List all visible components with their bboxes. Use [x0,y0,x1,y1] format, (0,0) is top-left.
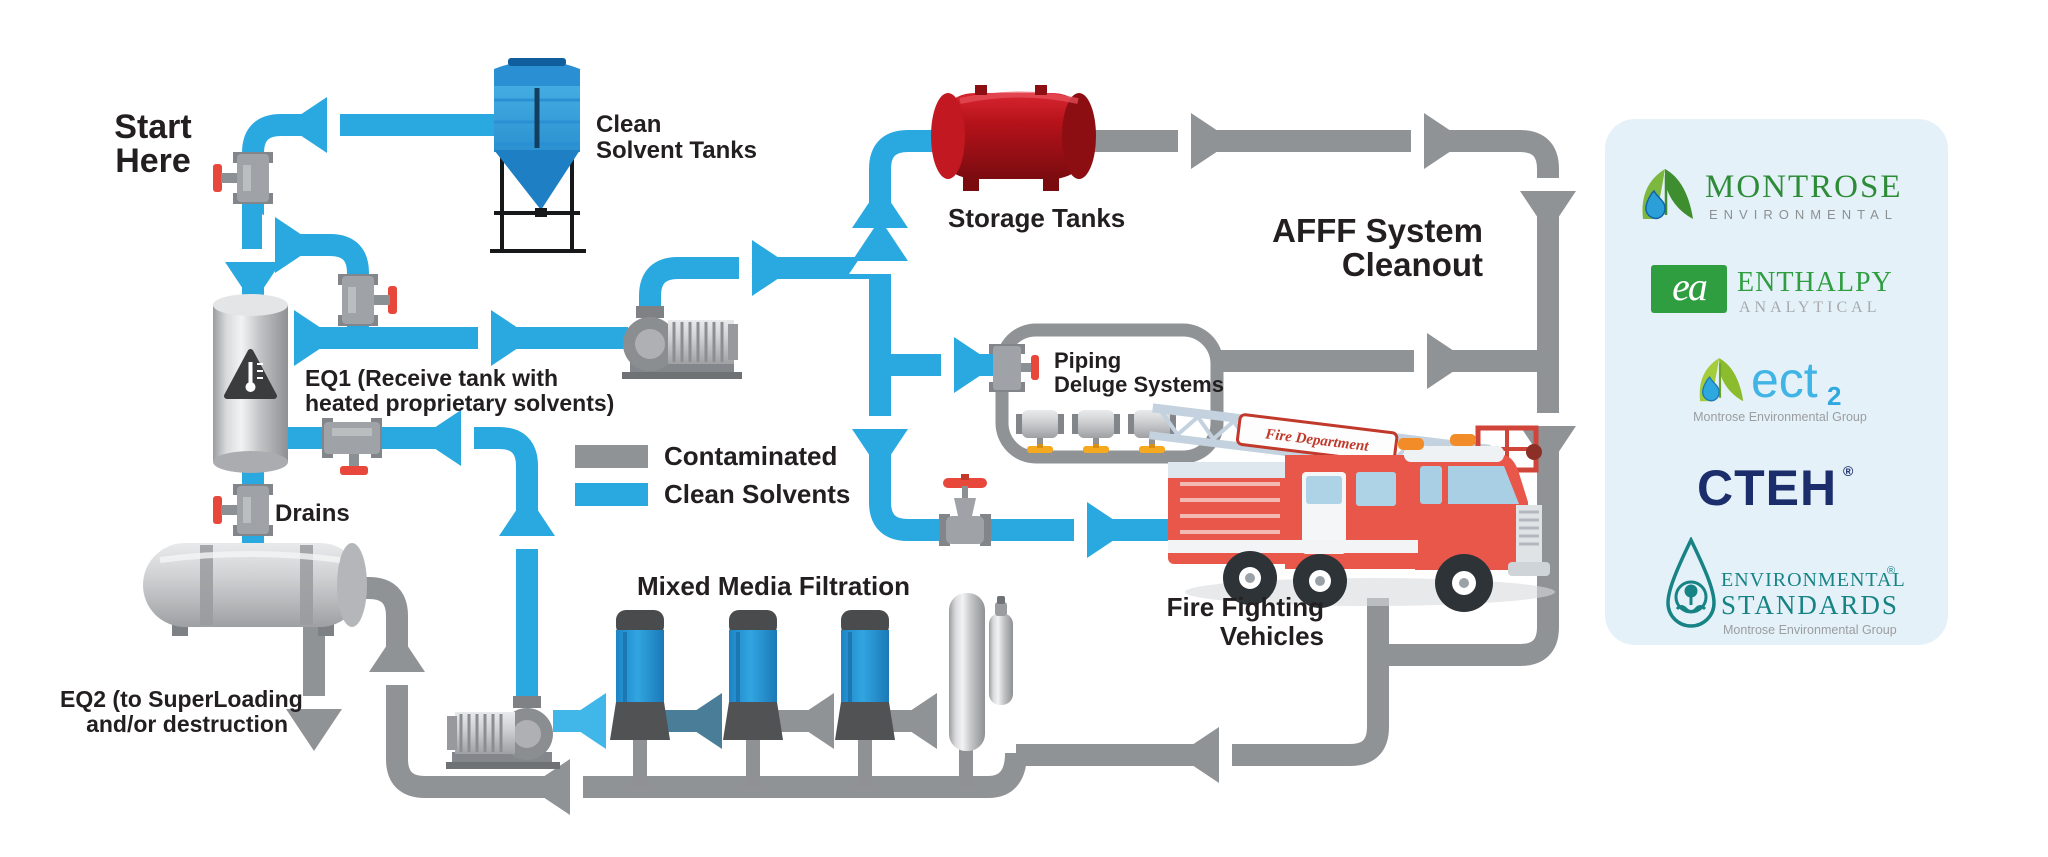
deluge-inlet-valve [989,344,1039,392]
pipe-pump1-discharge [639,257,880,316]
filter-3 [835,610,895,740]
pipe-branch-to-valve2 [253,234,369,338]
clean-solvents-swatch [575,482,648,506]
env-standards-registered-mark: ® [1887,565,1896,577]
montrose-logo-icon [1642,169,1693,220]
storage-tanks-label: Storage Tanks [948,203,1126,233]
contaminated-swatch [575,444,648,468]
eq1-vessel [213,294,288,473]
ect2-logo-name: ect [1751,352,1818,408]
partner-logos-panel: MONTROSE ENVIRONMENTAL ea ENTHALPY ANALY… [1605,119,1948,645]
clean-solvent-tank [490,58,586,253]
ect2-logo-icon [1699,358,1744,402]
filter-1 [610,610,670,740]
clean-pipes [242,114,1240,706]
pipe-drain-collector [362,577,1027,798]
enthalpy-logo-mark: ea [1651,265,1727,313]
pipe-main-down-to-truck [869,268,1240,541]
mixed-media-filtration-label: Mixed Media Filtration [637,571,911,601]
filter-stems [633,740,973,787]
valve-start-line [213,152,273,204]
env-standards-logo-line1: ENVIRONMENTAL [1721,569,1906,591]
valve-truck-line [939,474,991,546]
valves [213,152,991,546]
flow-arrows [222,94,1579,818]
cteh-logo-registered-mark: ® [1843,463,1854,479]
pump-2 [446,696,560,769]
fire-truck-illustration: Fire Department [1148,403,1555,612]
pipe-truck-return [1016,598,1389,766]
cteh-logo-name: CTEH [1697,460,1838,516]
ect2-logo-subscript: 2 [1827,381,1842,411]
filter-2 [723,610,783,740]
storage-tank [931,85,1096,191]
legend-label: Contaminated [664,440,838,471]
legend-item-contaminated: Contaminated [575,441,850,471]
enthalpy-logo-sub: ANALYTICAL [1739,299,1881,316]
montrose-logo-sub: ENVIRONMENTAL [1709,207,1898,222]
legend-label: Clean Solvents [664,478,851,509]
eq2-vessel [143,543,367,636]
drains-label: Drains [275,500,350,527]
environmental-standards-logo-icon [1666,537,1716,628]
valve-drains [213,484,273,536]
montrose-logo-name: MONTROSE [1705,169,1903,205]
pipe-riser-to-storage [869,130,933,268]
legend-item-clean-solvents: Clean Solvents [575,479,850,509]
ect2-logo-tagline: Montrose Environmental Group [1693,410,1867,424]
media-filters [610,593,1013,751]
legend: Contaminated Clean Solvents [575,441,850,520]
valve-return-line [322,418,382,475]
sprinkler-fittings [1016,410,1176,453]
env-standards-logo-line2: STANDARDS [1721,590,1899,620]
env-standards-logo-tagline: Montrose Environmental Group [1723,623,1897,637]
truck-wheels [1223,551,1493,612]
heated-warning-icon [224,349,277,399]
enthalpy-logo-name: ENTHALPY [1737,267,1893,298]
deluge-system-box [989,323,1224,464]
pipe-return-to-eq1 [288,427,538,706]
pump-1 [622,306,742,379]
pipe-storage-to-right-riser [1094,130,1559,666]
bag-filter-vessel [949,593,1013,751]
valve-branch [338,274,397,326]
